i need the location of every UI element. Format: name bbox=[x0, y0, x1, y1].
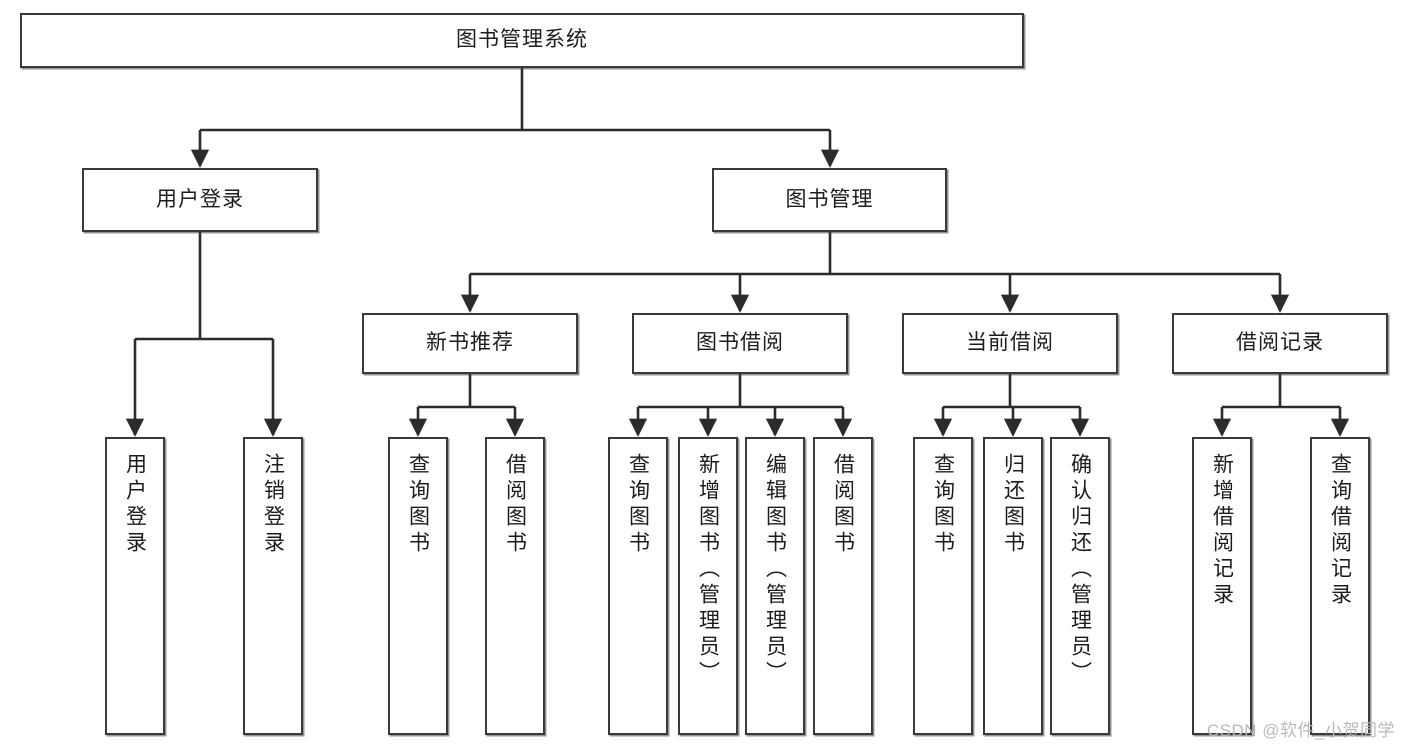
node-l-query2[interactable]: 查询图书 bbox=[608, 437, 668, 735]
node-newrec[interactable]: 新书推荐 bbox=[362, 313, 578, 374]
watermark-text: CSDN @软件_小贺同学 bbox=[1206, 721, 1395, 740]
node-l-userlogin[interactable]: 用户登录 bbox=[105, 437, 165, 735]
node-borrow[interactable]: 图书借阅 bbox=[632, 313, 848, 374]
node-l-editbook[interactable]: 编辑图书（管理员） bbox=[745, 437, 805, 735]
node-l-borrow2[interactable]: 借阅图书 bbox=[813, 437, 873, 735]
node-label: 注销登录 bbox=[261, 453, 285, 557]
node-label: 新书推荐 bbox=[426, 331, 514, 355]
node-l-addrec[interactable]: 新增借阅记录 bbox=[1192, 437, 1252, 735]
node-label: 查询图书 bbox=[406, 453, 430, 557]
node-label: 归还图书 bbox=[1001, 453, 1025, 557]
node-label: 编辑图书（管理员） bbox=[763, 453, 787, 687]
node-label: 查询借阅记录 bbox=[1328, 453, 1352, 609]
node-label: 用户登录 bbox=[123, 453, 147, 557]
node-login[interactable]: 用户登录 bbox=[82, 168, 318, 232]
node-label: 图书管理系统 bbox=[456, 28, 588, 52]
node-l-query1[interactable]: 查询图书 bbox=[388, 437, 448, 735]
node-label: 查询图书 bbox=[626, 453, 650, 557]
node-label: 新增图书（管理员） bbox=[696, 453, 720, 687]
node-l-queryrec[interactable]: 查询借阅记录 bbox=[1310, 437, 1370, 735]
node-records[interactable]: 借阅记录 bbox=[1172, 313, 1388, 374]
node-l-confirm[interactable]: 确认归还（管理员） bbox=[1050, 437, 1110, 735]
node-label: 图书借阅 bbox=[696, 331, 784, 355]
node-l-logout[interactable]: 注销登录 bbox=[243, 437, 303, 735]
node-l-addbook[interactable]: 新增图书（管理员） bbox=[678, 437, 738, 735]
node-label: 借阅图书 bbox=[503, 453, 527, 557]
node-label: 借阅图书 bbox=[831, 453, 855, 557]
node-label: 确认归还（管理员） bbox=[1068, 453, 1092, 687]
node-label: 新增借阅记录 bbox=[1210, 453, 1234, 609]
node-l-query3[interactable]: 查询图书 bbox=[913, 437, 973, 735]
node-label: 借阅记录 bbox=[1236, 331, 1324, 355]
node-bookmgmt[interactable]: 图书管理 bbox=[712, 168, 947, 232]
node-root[interactable]: 图书管理系统 bbox=[20, 13, 1024, 68]
node-label: 用户登录 bbox=[156, 187, 244, 211]
node-label: 查询图书 bbox=[931, 453, 955, 557]
node-l-borrow1[interactable]: 借阅图书 bbox=[485, 437, 545, 735]
node-label: 图书管理 bbox=[785, 187, 874, 211]
node-label: 当前借阅 bbox=[966, 331, 1054, 355]
node-l-return[interactable]: 归还图书 bbox=[983, 437, 1043, 735]
node-current[interactable]: 当前借阅 bbox=[902, 313, 1118, 374]
